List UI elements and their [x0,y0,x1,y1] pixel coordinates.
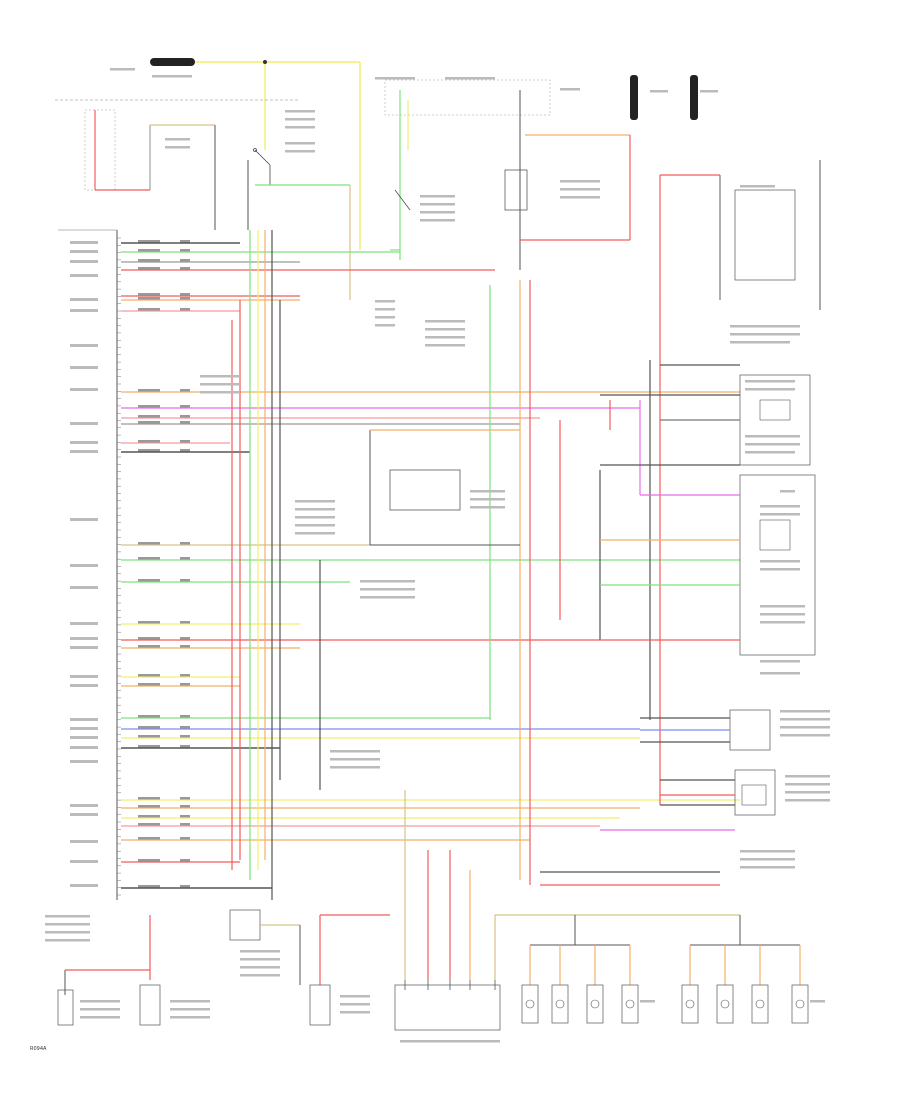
fuel-injectors [404,945,809,1024]
trunk-wires [231,174,721,980]
center-module [369,429,520,546]
power-distribution [55,58,698,300]
bottom-components [57,909,809,1031]
pcm-connector [58,229,121,900]
fine-print [45,68,830,1043]
right-stubs [540,364,740,886]
fusible-link [150,58,195,66]
pcm-pin-rows [117,237,121,896]
page-code: R094A [30,1046,47,1052]
transmission-section [729,160,821,816]
harness-wires [121,240,740,889]
fusible-link [690,75,698,120]
fusible-link [630,75,638,120]
pcm-pin-labels [70,241,98,887]
